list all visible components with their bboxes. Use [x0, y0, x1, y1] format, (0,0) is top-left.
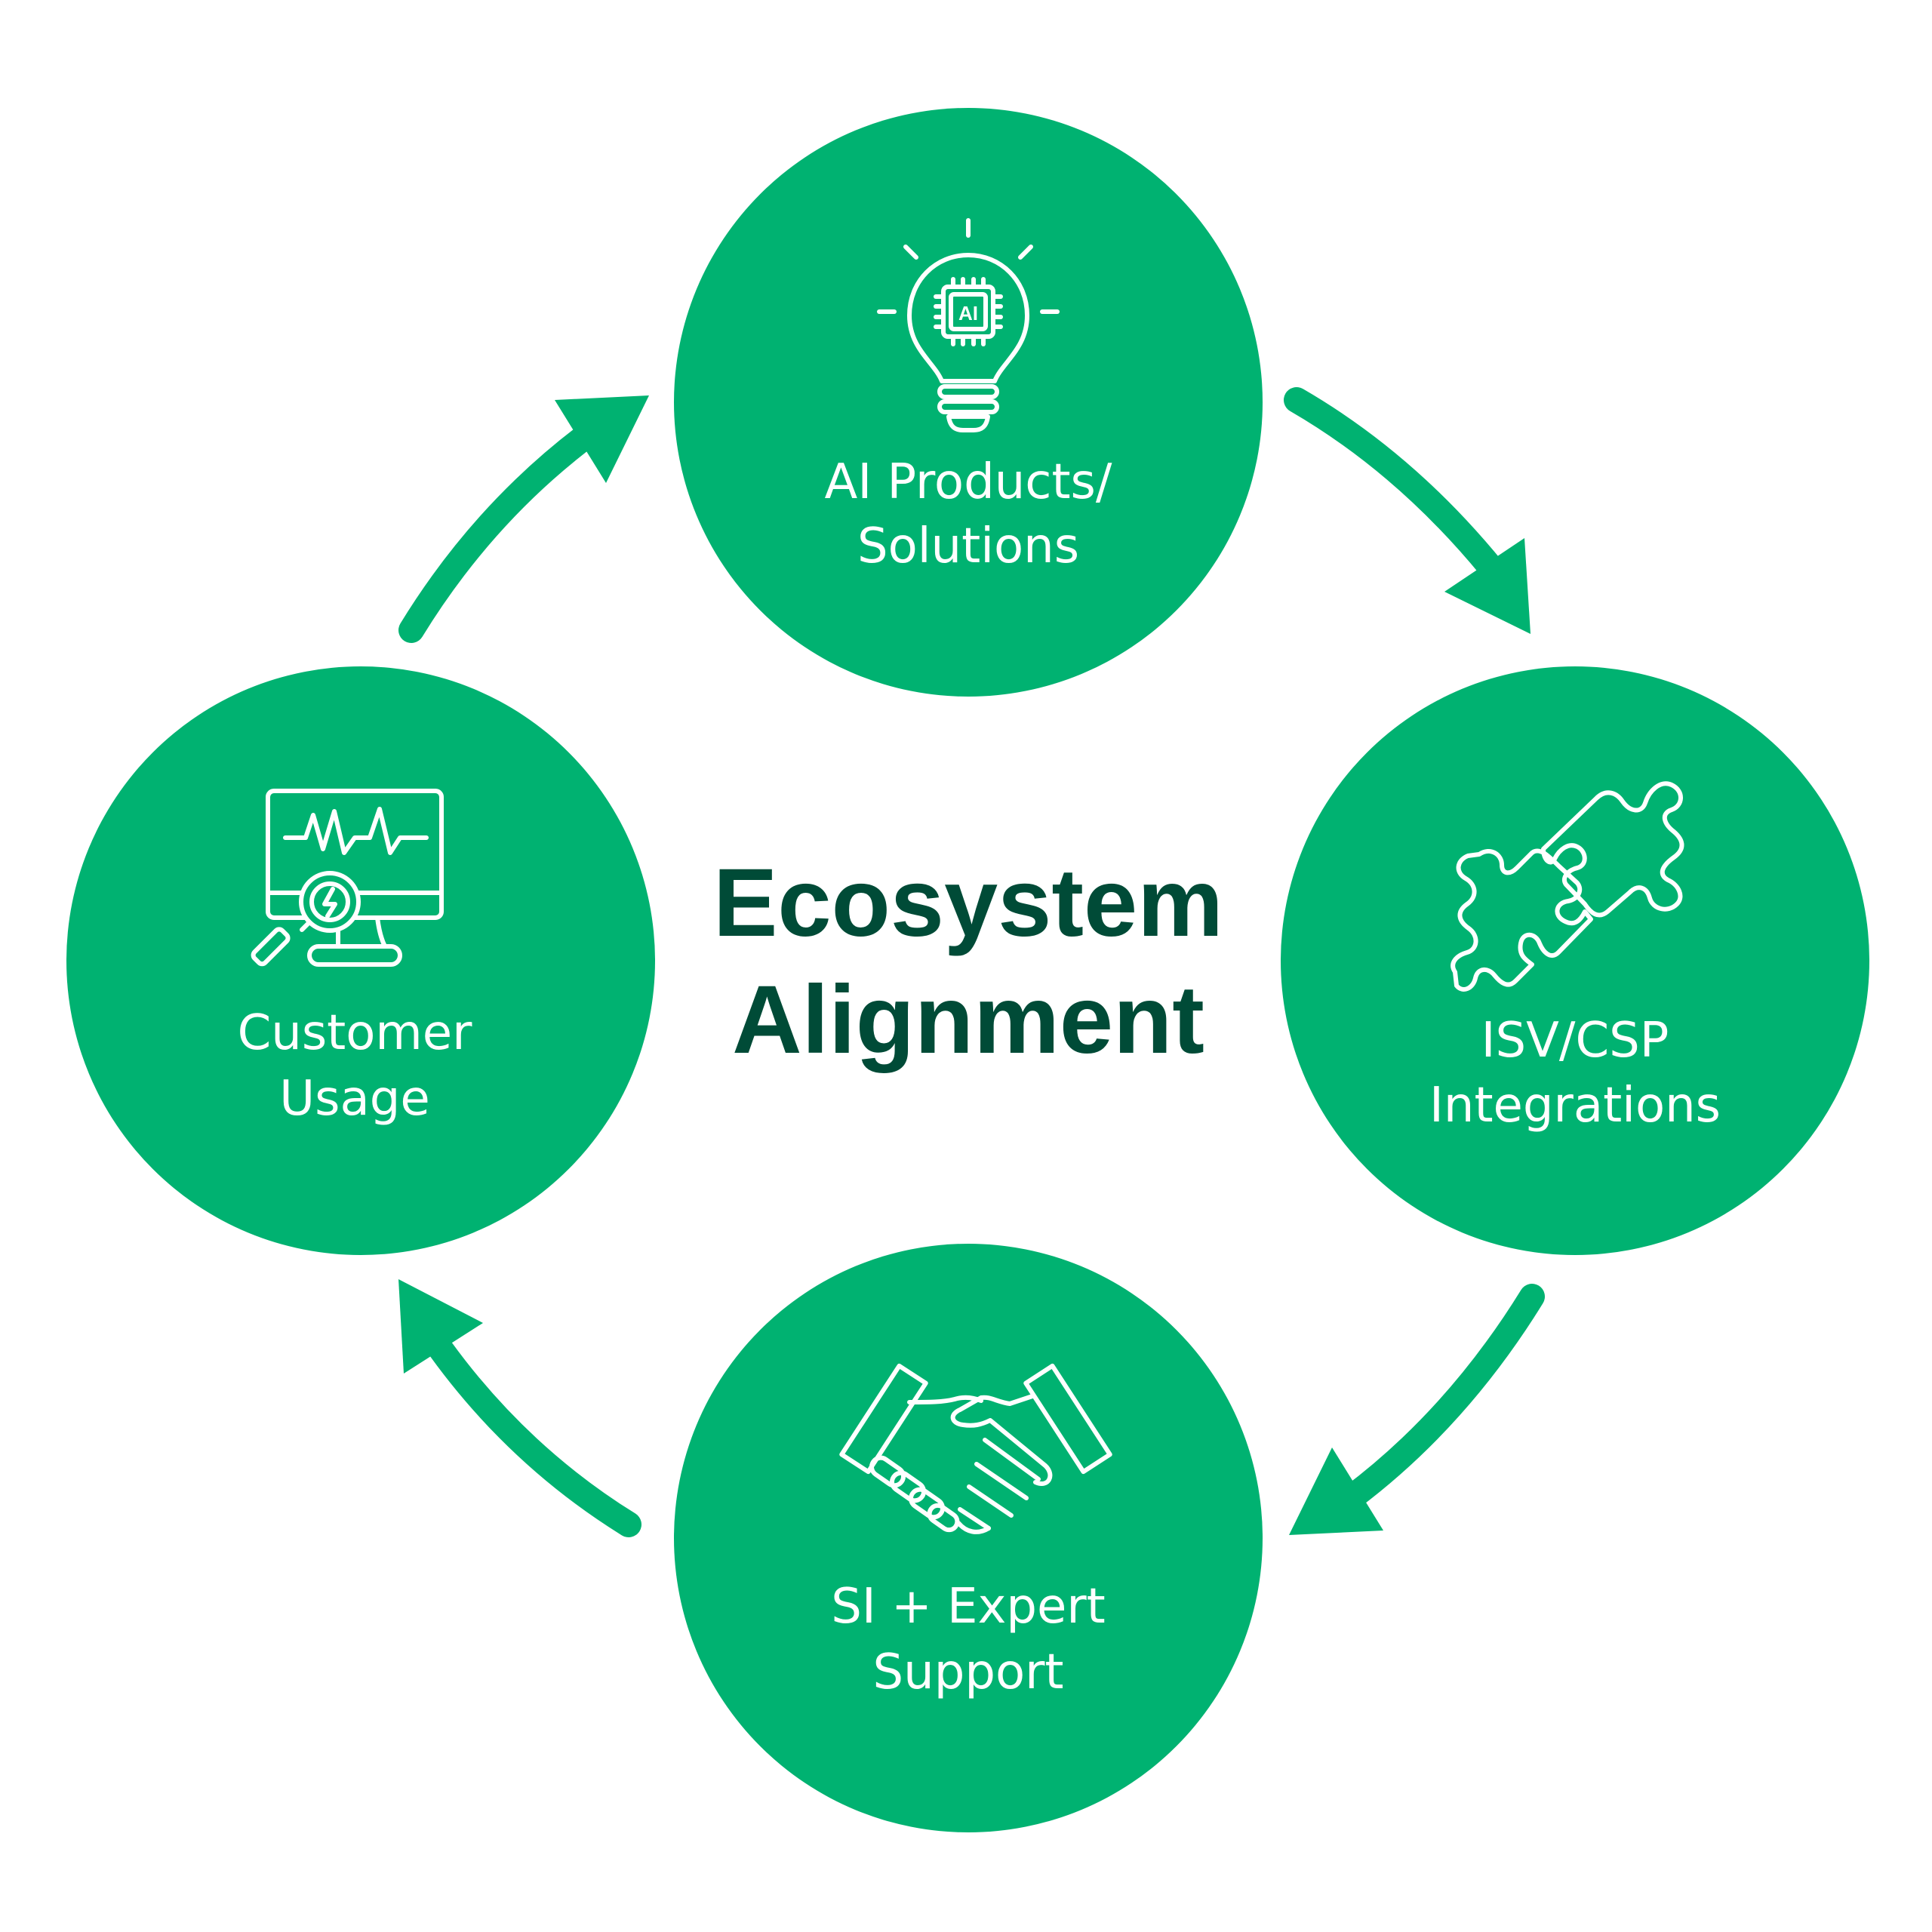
arrow-isv-to-si: [1289, 1284, 1545, 1535]
node-customer-usage-label-line2: Usage: [279, 1071, 429, 1127]
diagram-title-line1: Ecosystem: [713, 849, 1223, 957]
node-customer-usage-circle: [66, 666, 655, 1255]
arrow-si-to-customer: [398, 1279, 641, 1537]
node-ai-products-label-line2: Solutions: [857, 518, 1079, 574]
ai-chip-text: AI: [958, 302, 978, 325]
monitor-analytics-icon: [251, 789, 444, 967]
node-isv-csp-label-line2: Integrations: [1429, 1078, 1721, 1134]
node-isv-csp-label-line1: ISV/CSP: [1481, 1013, 1669, 1069]
node-si-expert-label-line1: SI + Expert: [831, 1579, 1106, 1635]
node-ai-products-label-line1: AI Products/: [825, 454, 1112, 510]
arrow-ai-to-isv: [1284, 387, 1531, 634]
node-si-expert-label-line2: Support: [873, 1644, 1064, 1700]
puzzle-icon: [1451, 781, 1684, 992]
node-isv-csp-circle: [1281, 666, 1869, 1255]
arrow-customer-to-ai: [398, 395, 649, 643]
diagram-title-line2: Alignment: [732, 966, 1204, 1074]
node-customer-usage-label-line1: Customer: [238, 1005, 473, 1061]
node-si-expert-circle: [674, 1244, 1263, 1832]
ai-lightbulb-icon: [877, 218, 1060, 432]
handshake-icon: [839, 1363, 1112, 1534]
